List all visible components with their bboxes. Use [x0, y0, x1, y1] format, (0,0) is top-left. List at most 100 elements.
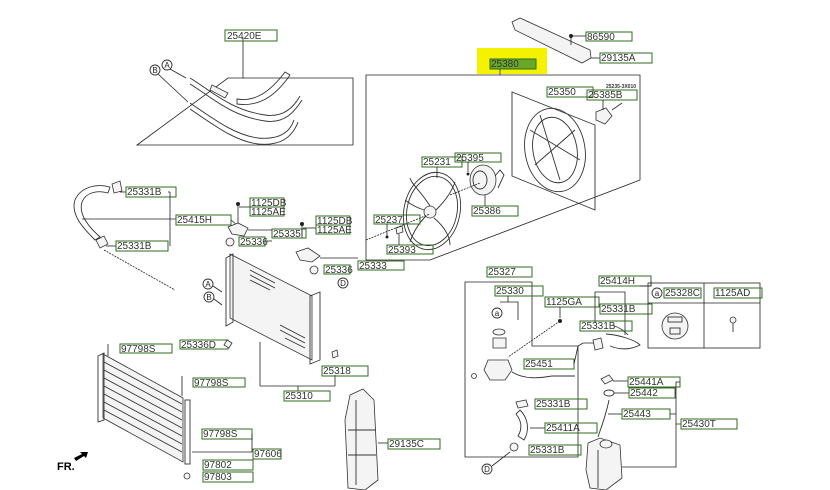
hose-clip — [209, 84, 229, 99]
upper-radiator-hose-group: 25414H 25331B 25331B — [579, 275, 653, 351]
part-label-97798S-a[interactable]: 97798S — [121, 344, 156, 355]
part-label-25411A[interactable]: 25411A — [546, 423, 580, 434]
part-label-1125DB-a[interactable]: 1125DB — [251, 198, 287, 209]
water-inlet-fitting — [483, 359, 513, 381]
label-box-25330 — [494, 285, 544, 297]
callout-b2-marker — [203, 291, 215, 303]
label-box-97798S-a — [119, 343, 173, 354]
part-label-25451[interactable]: 25451 — [525, 359, 553, 370]
callout-a-legend-marker — [651, 287, 663, 299]
condenser-group: 97798S 97798S 97798S 97606 97802 97803 F… — [57, 343, 282, 483]
part-label-25333[interactable]: 25333 — [359, 261, 387, 272]
part-label-1125AD[interactable]: 1125AD — [715, 288, 750, 299]
label-box-1125GA — [544, 296, 600, 308]
callout-a-marker — [161, 59, 173, 71]
callout-a-legend-text: a — [655, 289, 660, 298]
part-label-25380[interactable]: 25380 — [491, 59, 519, 70]
part-label-25331B-r3[interactable]: 25331B — [536, 399, 571, 410]
callout-a2-text: A — [205, 280, 211, 289]
label-box-25237 — [373, 214, 421, 225]
part-label-25330[interactable]: 25330 — [496, 286, 524, 297]
radiator-mount-bracket-right — [295, 247, 321, 263]
part-label-25395[interactable]: 25395 — [456, 153, 484, 164]
lower-hose — [189, 102, 295, 139]
upper-radiator-hose — [605, 333, 641, 350]
part-label-25441A[interactable]: 25441A — [629, 377, 664, 388]
upper-bracket-group: 86590 29135A — [511, 17, 653, 64]
callout-b-text: B — [152, 66, 157, 75]
label-box-1125AD — [713, 287, 763, 299]
part-label-25328C[interactable]: 25328C — [665, 288, 700, 299]
part-label-25350[interactable]: 25350 — [548, 87, 576, 98]
part-label-97798S-b[interactable]: 97798S — [194, 378, 229, 389]
part-label-86590[interactable]: 86590 — [587, 32, 615, 43]
part-label-25443[interactable]: 25443 — [623, 409, 651, 420]
part-label-25331B-r1[interactable]: 25331B — [601, 304, 636, 315]
part-label-25335[interactable]: 25335 — [273, 229, 301, 240]
label-box-25380 — [489, 58, 537, 70]
part-label-97606[interactable]: 97606 — [254, 449, 282, 460]
part-label-25415H[interactable]: 25415H — [177, 215, 212, 226]
screw-icon — [729, 316, 737, 324]
part-label-25420E[interactable]: 25420E — [227, 31, 262, 42]
part-label-25385B[interactable]: 25385B — [588, 90, 623, 101]
part-label-25386[interactable]: 25386 — [473, 206, 501, 217]
label-box-1125AE-b — [315, 224, 351, 235]
label-box-25335 — [271, 228, 307, 239]
coolant-reservoir — [585, 437, 623, 490]
part-label-97798S-c[interactable]: 97798S — [203, 429, 238, 440]
part-label-1125AE-b[interactable]: 1125AE — [317, 225, 352, 236]
callout-b-marker — [149, 64, 161, 76]
label-box-25336-a — [238, 236, 266, 247]
part-label-25336-b[interactable]: 25336 — [325, 265, 353, 276]
part-label-25336D[interactable]: 25336D — [181, 340, 216, 351]
label-box-1125AE-a — [249, 206, 285, 217]
label-box-25420E — [224, 29, 278, 42]
part-label-25336-a[interactable]: 25336 — [240, 237, 268, 248]
part-label-25331B-r2[interactable]: 25331B — [581, 321, 616, 332]
label-box-25331B-left — [115, 240, 169, 252]
fastener-legend-table: a 25328C 1125AD — [647, 282, 763, 349]
label-box-25350 — [546, 86, 594, 98]
part-label-25414H[interactable]: 25414H — [600, 276, 635, 287]
label-box-25310 — [283, 390, 331, 402]
part-label-25231[interactable]: 25231 — [423, 157, 451, 168]
label-box-25331B-r2 — [579, 320, 633, 332]
part-label-29135C[interactable]: 29135C — [389, 439, 424, 450]
callout-a3-marker — [491, 307, 503, 319]
radiator-mount-bracket-left — [227, 222, 249, 237]
part-label-25393[interactable]: 25393 — [388, 245, 416, 256]
part-label-1125DB-b[interactable]: 1125DB — [317, 216, 353, 227]
label-box-25331B-r3 — [534, 398, 588, 410]
part-label-97803[interactable]: 97803 — [204, 472, 232, 483]
label-box-29135C — [387, 438, 441, 450]
fan-assembly-group: 25350 25235-3X010 25385B 25386 25231 253… — [365, 74, 641, 261]
thermostat-group: 25327 25330 a 1125GA 25451 25331B 25411A… — [464, 266, 600, 475]
part-label-25430T[interactable]: 25430T — [682, 419, 716, 430]
radiator-cap-icon — [661, 312, 689, 340]
part-label-1125AE-a[interactable]: 1125AE — [251, 207, 286, 218]
label-box-25393 — [386, 244, 434, 255]
upper-hose-group: 25420E B A — [135, 29, 354, 146]
label-box-97606 — [252, 448, 282, 460]
label-box-25333 — [357, 260, 405, 271]
part-label-1125GA[interactable]: 1125GA — [546, 297, 582, 308]
radiator-mount-group: 1125DB 1125AE 25336 25335 1125DB 1125AE … — [225, 197, 405, 289]
part-label-25237[interactable]: 25237 — [375, 215, 403, 226]
part-label-25318[interactable]: 25318 — [323, 366, 351, 377]
part-label-25331B-top[interactable]: 25331B — [127, 187, 162, 198]
part-label-97802[interactable]: 97802 — [204, 460, 232, 471]
part-label-25331B-left[interactable]: 25331B — [117, 241, 152, 252]
label-box-25395 — [454, 152, 502, 163]
front-direction-label: FR. — [57, 461, 75, 473]
part-label-25327[interactable]: 25327 — [488, 267, 516, 278]
callout-b2-text: B — [206, 293, 211, 302]
highlighted-part-25380[interactable]: 25380 — [477, 48, 547, 75]
side-air-guard — [344, 388, 379, 490]
part-label-25310[interactable]: 25310 — [285, 391, 313, 402]
part-label-29135A[interactable]: 29135A — [601, 53, 636, 64]
part-label-25331B-r4[interactable]: 25331B — [530, 445, 565, 456]
part-label-25442[interactable]: 25442 — [630, 388, 658, 399]
callout-d-marker — [337, 277, 349, 289]
